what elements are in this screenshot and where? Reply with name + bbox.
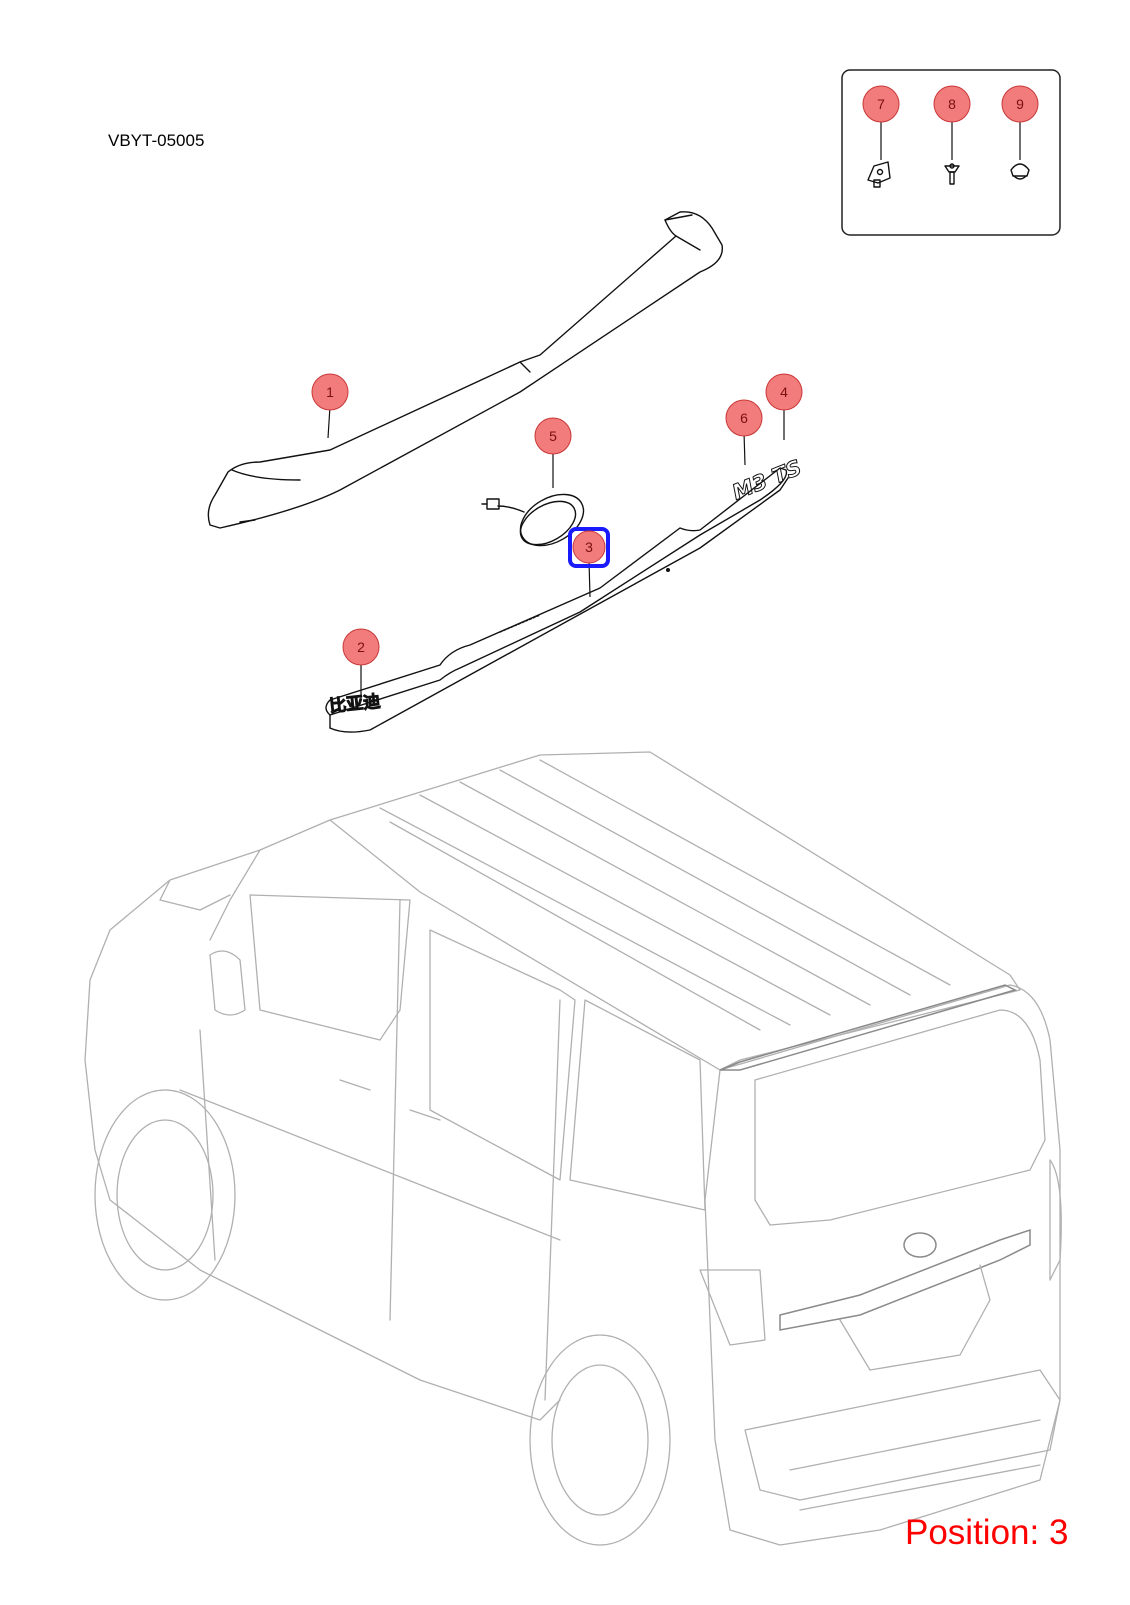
callout-label: 1: [326, 384, 334, 400]
brand-emblem-text: 比亚迪: [328, 691, 381, 717]
callout-9[interactable]: 9: [1001, 85, 1039, 123]
leader-lines: [327, 405, 785, 700]
callout-6[interactable]: 6: [725, 399, 763, 437]
callout-label: 4: [780, 384, 788, 400]
fastener-inset: [841, 69, 1061, 236]
callout-5[interactable]: 5: [534, 417, 572, 455]
tailgate-trim-strip-part: [325, 467, 789, 733]
brand-emblem-part: 比亚迪: [328, 690, 382, 717]
model-emblem-text: M3 TS: [729, 455, 805, 504]
callout-2[interactable]: 2: [342, 628, 380, 666]
callout-label: 5: [549, 428, 557, 444]
callout-8[interactable]: 8: [933, 85, 971, 123]
callout-label: 9: [1016, 96, 1024, 112]
callout-label: 2: [357, 639, 365, 655]
vehicle-illustration: [84, 751, 1062, 1546]
push-clip-icon: [1010, 163, 1030, 180]
callout-4[interactable]: 4: [765, 373, 803, 411]
callout-label: 8: [948, 96, 956, 112]
callout-label: 7: [877, 96, 885, 112]
callout-7[interactable]: 7: [862, 85, 900, 123]
position-label: Position: 3: [905, 1513, 1069, 1552]
rear-camera-part: [481, 493, 585, 547]
callout-label: 3: [585, 539, 593, 555]
callout-label: 6: [740, 410, 748, 426]
rear-spoiler-part: [207, 211, 724, 529]
callout-1[interactable]: 1: [311, 373, 349, 411]
clip-icon: [867, 161, 891, 188]
selected-outline: [568, 527, 610, 568]
diagram-code: VBYT-05005: [108, 131, 205, 150]
model-emblem-part: M3 TS: [728, 455, 805, 505]
callout-3[interactable]: 3: [568, 527, 610, 568]
screw-icon: [944, 163, 960, 185]
